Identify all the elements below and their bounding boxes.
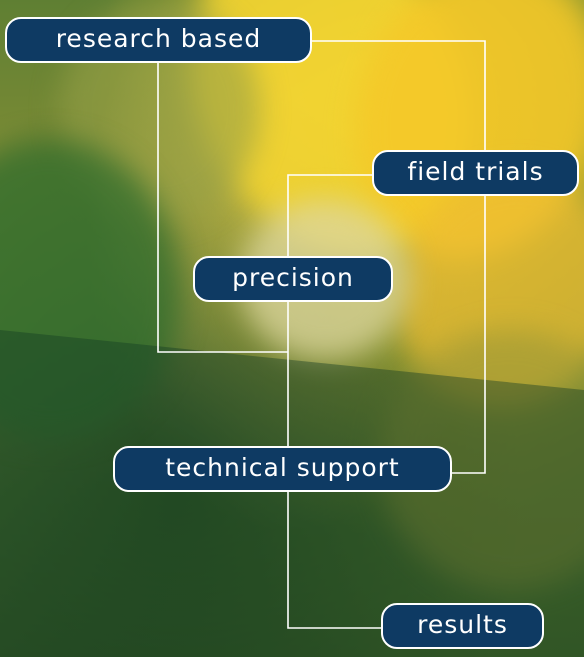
node-technical-support: technical support bbox=[113, 446, 452, 492]
connector-research-to-technical bbox=[157, 63, 288, 353]
node-results: results bbox=[381, 603, 544, 649]
connector-field-to-precision bbox=[287, 174, 372, 256]
node-research-based: research based bbox=[5, 17, 312, 63]
node-field-trials: field trials bbox=[372, 150, 579, 196]
connector-research-to-field bbox=[312, 40, 486, 150]
connector-technical-to-results bbox=[287, 492, 381, 629]
connector-field-to-technical bbox=[452, 196, 486, 474]
node-precision: precision bbox=[193, 256, 393, 302]
